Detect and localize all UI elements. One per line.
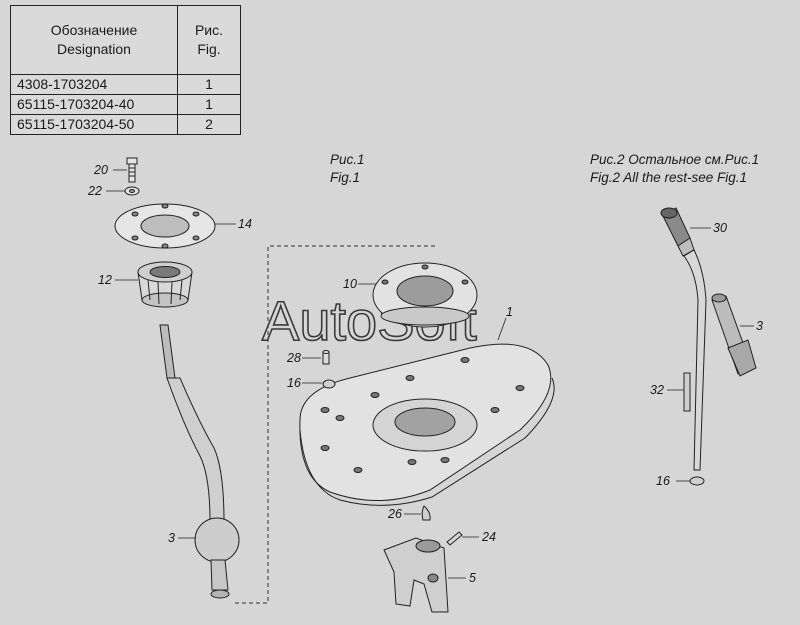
bolt-part-20 <box>126 157 138 183</box>
key-part-26 <box>421 505 431 521</box>
sleeve-part-3-right <box>711 293 757 377</box>
callout-12: 12 <box>98 273 112 287</box>
fork-part-5 <box>383 537 449 613</box>
designation-header: Обозначение Designation <box>10 5 178 75</box>
fig-header-en: Fig. <box>197 41 221 57</box>
shift-lever-part-3 <box>159 324 240 599</box>
table-row: 65115-1703204-40 1 <box>10 94 241 115</box>
table-row: 4308-1703204 1 <box>10 74 241 95</box>
table-header-row: Обозначение Designation Рис. Fig. <box>10 5 241 75</box>
caption-fig2-ru: Рис.2 Остальное см.Рис.1 <box>590 152 759 167</box>
caption-fig1-en: Fig.1 <box>330 170 360 185</box>
row-designation: 4308-1703204 <box>10 74 178 95</box>
callout-30: 30 <box>713 221 727 235</box>
leader-lines <box>106 169 754 579</box>
row-designation: 65115-1703204-50 <box>10 114 178 135</box>
row-designation: 65115-1703204-40 <box>10 94 178 115</box>
row-fig: 1 <box>177 94 241 115</box>
washer-part-16-left <box>322 379 336 389</box>
callout-28: 28 <box>286 351 301 365</box>
callout-14: 14 <box>238 217 252 231</box>
callout-22: 22 <box>87 184 102 198</box>
callout-1: 1 <box>506 305 513 319</box>
assembly-frame <box>235 245 435 604</box>
caption-fig2-en: Fig.2 All the rest-see Fig.1 <box>590 170 747 185</box>
caption-fig1-ru: Рис.1 <box>330 152 365 167</box>
designation-header-ru: Обозначение <box>50 22 138 38</box>
callout-3-left: 3 <box>168 531 175 545</box>
fig-header: Рис. Fig. <box>177 5 241 75</box>
bushing-part-12 <box>137 261 193 308</box>
washer-part-16-right <box>689 476 705 486</box>
callout-26: 26 <box>387 507 402 521</box>
base-plate-part-1 <box>299 343 555 506</box>
callout-10: 10 <box>343 277 357 291</box>
callout-16-right: 16 <box>656 474 670 488</box>
callout-20: 20 <box>93 163 108 177</box>
parts-table: Обозначение Designation Рис. Fig. 4308-1… <box>10 5 241 135</box>
callout-24: 24 <box>481 530 496 544</box>
bolt-part-28 <box>322 350 330 365</box>
callout-32: 32 <box>650 383 664 397</box>
knob-part-30 <box>660 207 695 257</box>
flange-part-10 <box>372 262 478 328</box>
flange-part-14 <box>114 203 216 249</box>
pin-part-32 <box>683 372 691 412</box>
table-row: 65115-1703204-50 2 <box>10 114 241 135</box>
designation-header-en: Designation <box>57 41 131 57</box>
fig-header-ru: Рис. <box>194 22 224 38</box>
callout-5: 5 <box>469 571 476 585</box>
washer-part-22 <box>124 186 140 196</box>
row-fig: 2 <box>177 114 241 135</box>
lever-rod-fig2 <box>683 249 707 471</box>
pin-part-24 <box>446 531 463 546</box>
callout-3-right: 3 <box>756 319 763 333</box>
callout-16-left: 16 <box>287 376 301 390</box>
